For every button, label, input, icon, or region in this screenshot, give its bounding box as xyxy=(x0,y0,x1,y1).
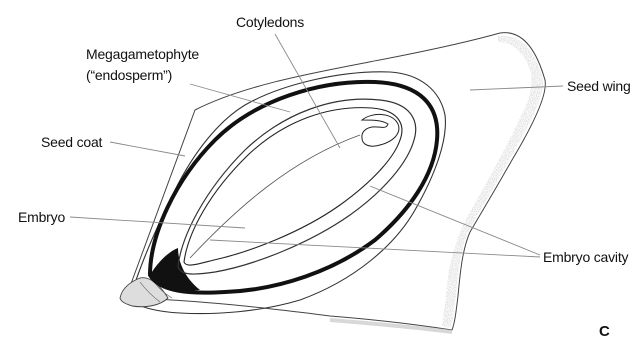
leader-seed-coat xyxy=(110,142,185,156)
label-seed-coat: Seed coat xyxy=(41,133,102,151)
label-seed-wing: Seed wing xyxy=(567,77,631,95)
label-embryo-cavity: Embryo cavity xyxy=(543,248,628,266)
label-megagametophyte: Megagametophyte (“endosperm”) xyxy=(86,44,199,86)
label-embryo: Embryo xyxy=(18,208,65,226)
label-megagametophyte-line2: (“endosperm”) xyxy=(86,65,199,86)
label-megagametophyte-line1: Megagametophyte xyxy=(86,44,199,65)
label-cotyledons: Cotyledons xyxy=(236,13,304,31)
panel-letter: C xyxy=(599,323,610,341)
